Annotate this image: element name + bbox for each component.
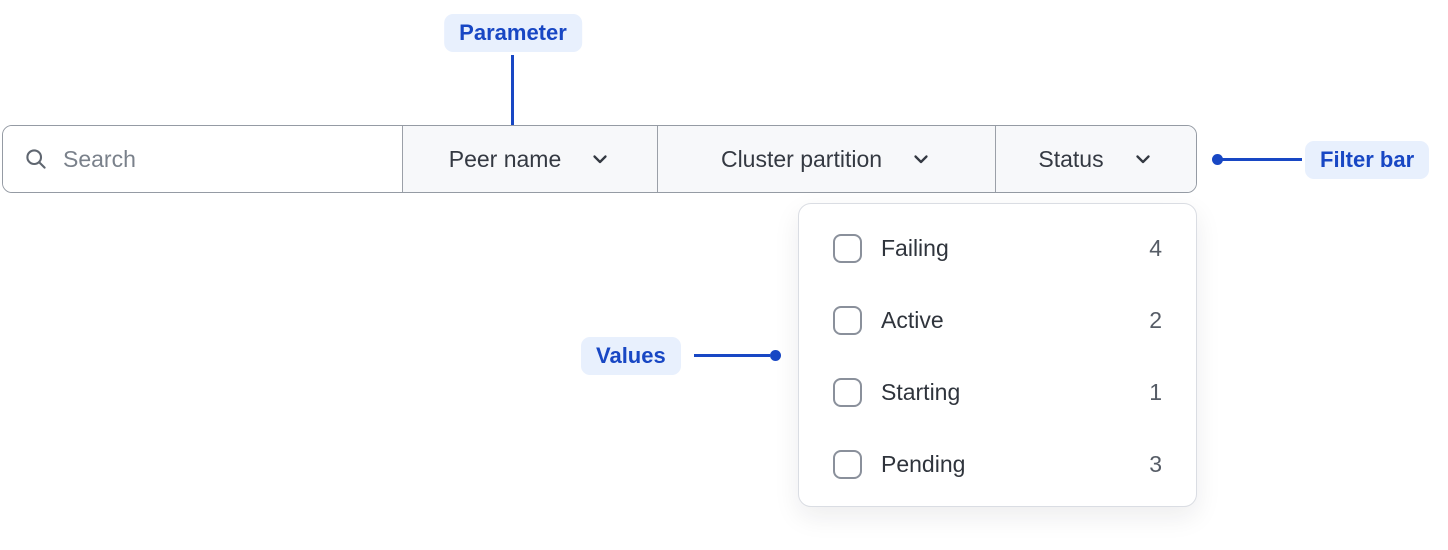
dropdown-option-active[interactable]: Active 2 [833,284,1162,356]
checkbox-pending[interactable] [833,449,862,479]
checkbox-failing[interactable] [833,233,862,263]
filter-bar-connector-dot [1212,154,1223,165]
values-connector-line [694,354,770,357]
dropdown-option-starting[interactable]: Starting 1 [833,356,1162,428]
parameter-connector-line [511,55,514,137]
chevron-down-icon [914,155,928,164]
filter-bar: Peer name Cluster partition Status [2,125,1197,193]
option-count: 4 [1149,234,1162,261]
dropdown-cluster-partition-label: Cluster partition [720,145,883,172]
checkbox-starting[interactable] [833,377,862,407]
filter-bar-connector-line [1222,158,1302,161]
dropdown-status-label: Status [1038,145,1104,172]
dropdown-status[interactable]: Status [996,126,1196,192]
values-connector-dot [770,350,781,361]
parameter-annotation-badge: Parameter [444,14,582,52]
search-field[interactable] [3,126,403,192]
option-label: Starting [881,378,961,405]
values-annotation-badge: Values [581,337,681,375]
dropdown-option-failing[interactable]: Failing 4 [833,212,1162,284]
chevron-down-icon [593,155,607,164]
dropdown-cluster-partition[interactable]: Cluster partition [658,126,996,192]
option-count: 3 [1149,450,1162,477]
search-input[interactable] [63,145,384,173]
dropdown-peer-name[interactable]: Peer name [403,126,658,192]
option-label: Pending [881,450,966,477]
status-dropdown-panel: Failing 4 Active 2 Starting 1 Pending 3 [798,203,1197,507]
option-label: Failing [881,234,949,261]
chevron-down-icon [1135,155,1150,164]
option-count: 1 [1149,378,1162,405]
dropdown-option-pending[interactable]: Pending 3 [833,428,1162,500]
option-count: 2 [1149,306,1162,333]
option-label: Active [881,306,944,333]
checkbox-active[interactable] [833,305,862,335]
filter-bar-annotation-badge: Filter bar [1305,141,1430,179]
search-icon [26,149,46,169]
dropdown-peer-name-label: Peer name [448,145,562,172]
